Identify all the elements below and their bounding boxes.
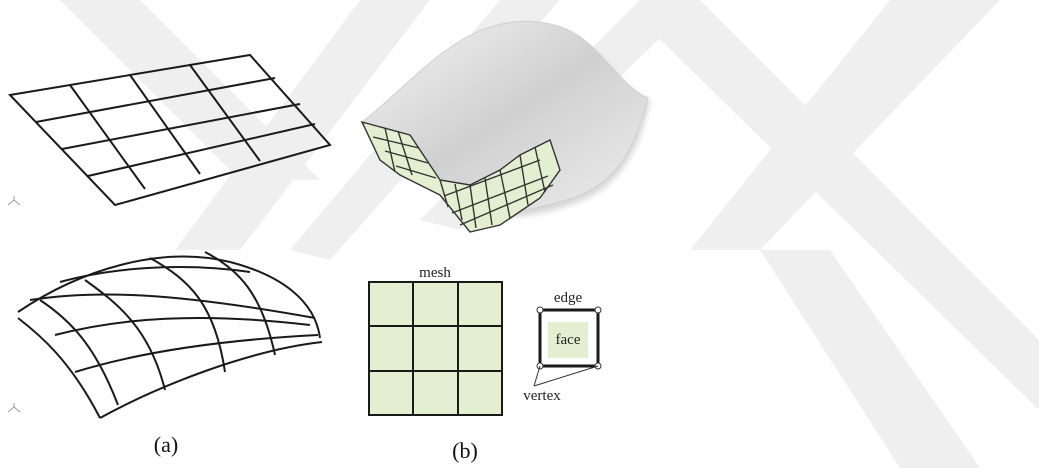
panel-a-caption: (a) — [154, 432, 178, 457]
face-label: face — [556, 332, 581, 348]
mesh-label: mesh — [419, 265, 451, 281]
surface-mesh-patch — [360, 120, 561, 233]
vertex-pointer-lines — [533, 365, 599, 387]
flat-grid-plane — [7, 53, 332, 207]
curved-shell-grid — [17, 251, 323, 419]
panel-b-caption: (b) — [452, 438, 478, 463]
vertex-label: vertex — [523, 388, 561, 404]
free-form-surface — [361, 20, 650, 218]
axis-indicator-icon — [7, 403, 21, 413]
edge-label: edge — [554, 290, 583, 306]
mesh-grid — [368, 281, 503, 416]
axis-indicator-icon — [7, 196, 21, 206]
face-element — [536, 306, 602, 370]
